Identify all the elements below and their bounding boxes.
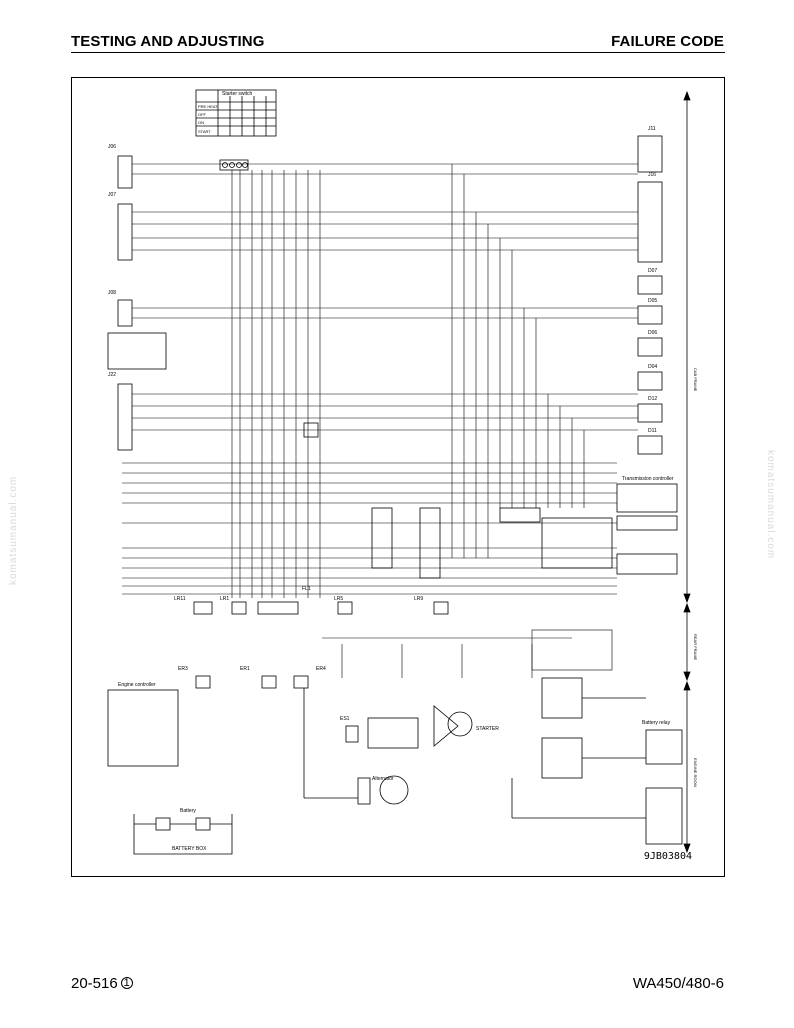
starter-switch-table: Starter switch PRE HEAT OFF ON START [195, 89, 277, 171]
starter-label: STARTER [476, 726, 499, 732]
alternator-label: Alternator [372, 776, 394, 782]
lr1-label: LR1 [220, 596, 229, 602]
zone-markers: CAB FRAME REAR FRAME ENGINE ROOM [683, 90, 698, 854]
wiring-diagram-figure: Starter switch PRE HEAT OFF ON START J06… [71, 77, 725, 877]
battery-label: Battery [180, 808, 196, 814]
relay-connectors: LR11 LR1 FL1 LR5 LR9 [174, 586, 449, 615]
battery-circuit: Battery BATTERY BOX [133, 808, 233, 855]
er1-label: ER1 [240, 666, 250, 672]
section-title: TESTING AND ADJUSTING [71, 33, 265, 50]
switch-pos-start: START [198, 129, 211, 134]
es1-label: ES1 [340, 716, 350, 722]
j22-label: J22 [108, 372, 116, 378]
watermark-left: komatsumanual.com [8, 475, 19, 585]
watermark-right: komatsumanual.com [765, 450, 776, 560]
lr11-label: LR11 [174, 596, 186, 602]
wiring-harness [122, 163, 638, 598]
j06-label: J06 [108, 144, 116, 150]
lr5-label: LR5 [334, 596, 343, 602]
d07-label: D07 [648, 268, 657, 274]
transmission-controller-label: Transmission controller [622, 476, 674, 482]
left-connectors: J06 J07 J08 J22 [107, 144, 167, 451]
j16-label: J16 [648, 172, 656, 178]
engine-room-label: ENGINE ROOM [693, 758, 698, 787]
d12-label: D12 [648, 396, 657, 402]
right-relays: Battery relay [511, 677, 683, 845]
d04-label: D04 [648, 364, 657, 370]
header-rule [71, 52, 725, 53]
j07-label: J07 [108, 192, 116, 198]
switch-pos-on: ON [198, 120, 204, 125]
switch-pos-preheat: PRE HEAT [198, 104, 218, 109]
model-number: WA450/480-6 [632, 975, 724, 992]
d11-label: D11 [648, 428, 657, 434]
er4-label: ER4 [316, 666, 326, 672]
chapter-title: FAILURE CODE [611, 33, 724, 50]
starting-circuit: ES1 STARTER Alternator [303, 688, 499, 805]
starter-switch-label: Starter switch [222, 91, 253, 97]
transmission-controller: Transmission controller [616, 476, 678, 575]
cab-frame-label: CAB FRAME [693, 368, 698, 392]
switch-pos-off: OFF [198, 112, 207, 117]
er3-label: ER3 [178, 666, 188, 672]
lr9-label: LR9 [414, 596, 423, 602]
figure-code: 9JB03804 [643, 851, 692, 862]
d06-label: D06 [648, 330, 657, 336]
revision-mark: 1 [120, 977, 133, 989]
right-connectors: J11 J16 D07 D05 D06 D04 D12 D11 [637, 126, 663, 455]
battery-box-label: BATTERY BOX [172, 846, 207, 852]
fl1-label: FL1 [302, 586, 311, 592]
engine-controller: Engine controller ER3 ER1 ER4 [107, 666, 326, 767]
rear-frame-label: REAR FRAME [693, 634, 698, 661]
j11-label: J11 [648, 126, 656, 132]
d05-label: D05 [648, 298, 657, 304]
page-number-text: 20-516 [71, 975, 118, 992]
mid-connectors [303, 422, 613, 579]
wiring-diagram: Starter switch PRE HEAT OFF ON START J06… [107, 89, 698, 855]
battery-relay-label: Battery relay [642, 720, 671, 726]
terminal-block [322, 629, 613, 678]
j08-label: J08 [108, 290, 116, 296]
engine-controller-label: Engine controller [118, 682, 156, 688]
